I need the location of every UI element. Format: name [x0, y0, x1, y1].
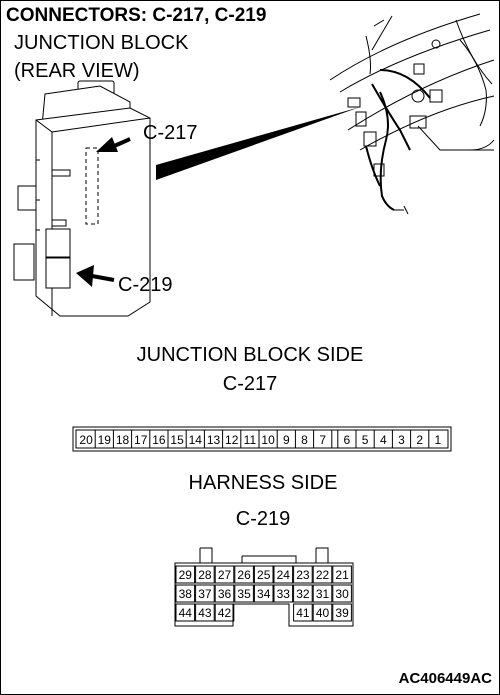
c219-pin-cell — [175, 603, 196, 622]
c219-pin-cell — [312, 584, 333, 603]
reference-code: AC406449AC — [398, 670, 492, 687]
arrow-c217-icon — [96, 137, 131, 152]
c219-pin-cell — [332, 565, 352, 584]
c217-pin-7: 7 — [319, 433, 326, 447]
c219-pin-41: 41 — [296, 606, 310, 620]
c219-pin-cell — [332, 584, 352, 603]
c219-side-label: HARNESS SIDE — [188, 472, 338, 494]
c219-pin-27: 27 — [218, 568, 232, 582]
c219-pin-33: 33 — [277, 587, 291, 601]
view-label: (REAR VIEW) — [14, 60, 140, 82]
junction-block-illustration — [13, 80, 151, 317]
c219-pin-cell — [175, 565, 196, 584]
c219-pin-cell — [312, 603, 333, 622]
c219-pin-cell — [273, 565, 294, 584]
connector-c219-face — [174, 547, 354, 627]
c217-callout-label: C-217 — [143, 122, 198, 144]
vehicle-dashboard-illustration — [329, 13, 495, 215]
connector-c219-pins: 29 28 27 26 25 24 23 22 21 38 37 36 35 34 33 32 31 30 44 43… — [179, 568, 349, 620]
c217-pin-4: 4 — [380, 433, 387, 447]
c219-pin-cell — [214, 565, 235, 584]
c217-pin-9: 9 — [283, 433, 290, 447]
component-name: JUNCTION BLOCK — [14, 32, 189, 54]
c217-pin-14: 14 — [189, 433, 203, 447]
c219-pin-30: 30 — [335, 587, 349, 601]
c219-pin-35: 35 — [237, 587, 251, 601]
c219-pin-25: 25 — [257, 568, 271, 582]
c217-pin-13: 13 — [207, 433, 221, 447]
c219-pin-cell — [293, 565, 313, 584]
c219-pin-43: 43 — [198, 606, 212, 620]
c219-pin-23: 23 — [296, 568, 310, 582]
c219-pin-cell — [234, 584, 254, 603]
c217-pin-12: 12 — [225, 433, 239, 447]
c217-pin-6: 6 — [344, 433, 351, 447]
c217-pin-16: 16 — [152, 433, 166, 447]
c219-pin-28: 28 — [198, 568, 212, 582]
c219-pin-cell — [253, 565, 274, 584]
page-title: CONNECTORS: C-217, C-219 — [6, 5, 267, 26]
c219-pin-44: 44 — [179, 606, 193, 620]
c217-connector-name: C-217 — [222, 373, 278, 395]
c217-pin-15: 15 — [170, 433, 184, 447]
arrow-c219-icon — [76, 265, 115, 287]
c217-pin-3: 3 — [398, 433, 405, 447]
c217-pin-11: 11 — [244, 433, 257, 447]
c219-pin-cell — [293, 584, 313, 603]
c219-pin-42: 42 — [218, 606, 232, 620]
c219-callout-label: C-219 — [118, 274, 173, 296]
c217-pin-1: 1 — [435, 433, 442, 447]
c219-pin-cell — [195, 603, 215, 622]
c219-pin-29: 29 — [179, 568, 193, 582]
c219-pin-cell — [273, 584, 294, 603]
c217-pin-10: 10 — [261, 433, 275, 447]
c219-pin-cell — [312, 565, 333, 584]
c219-pin-cell — [214, 603, 235, 622]
c219-pin-21: 21 — [335, 568, 349, 582]
c217-pin-19: 19 — [98, 433, 112, 447]
leader-wedge — [156, 107, 360, 180]
c217-pin-18: 18 — [116, 433, 130, 447]
c219-pin-39: 39 — [335, 606, 349, 620]
c217-pin-5: 5 — [362, 433, 369, 447]
c219-pin-22: 22 — [316, 568, 330, 582]
c219-pin-cell — [195, 584, 215, 603]
c219-pin-32: 32 — [296, 587, 310, 601]
c217-side-label: JUNCTION BLOCK SIDE — [136, 344, 364, 366]
c219-connector-name: C-219 — [235, 508, 291, 530]
c219-pin-40: 40 — [316, 606, 330, 620]
c219-pin-26: 26 — [237, 568, 251, 582]
c219-pin-cell — [195, 565, 215, 584]
c217-pin-8: 8 — [301, 433, 308, 447]
c219-pin-cell — [253, 584, 274, 603]
c219-pin-cell — [234, 565, 254, 584]
c217-pin-2: 2 — [416, 433, 423, 447]
c219-pin-37: 37 — [198, 587, 212, 601]
c219-pin-cell — [175, 584, 196, 603]
c219-pin-38: 38 — [179, 587, 193, 601]
c217-pin-20: 20 — [79, 433, 93, 447]
c219-pin-cell — [293, 603, 313, 622]
c219-pin-36: 36 — [218, 587, 232, 601]
c219-pin-31: 31 — [316, 587, 330, 601]
c219-pin-34: 34 — [257, 587, 271, 601]
c219-pin-24: 24 — [277, 568, 291, 582]
c219-pin-cell — [214, 584, 235, 603]
c217-pin-17: 17 — [134, 433, 148, 447]
c219-pin-cell — [332, 603, 352, 622]
